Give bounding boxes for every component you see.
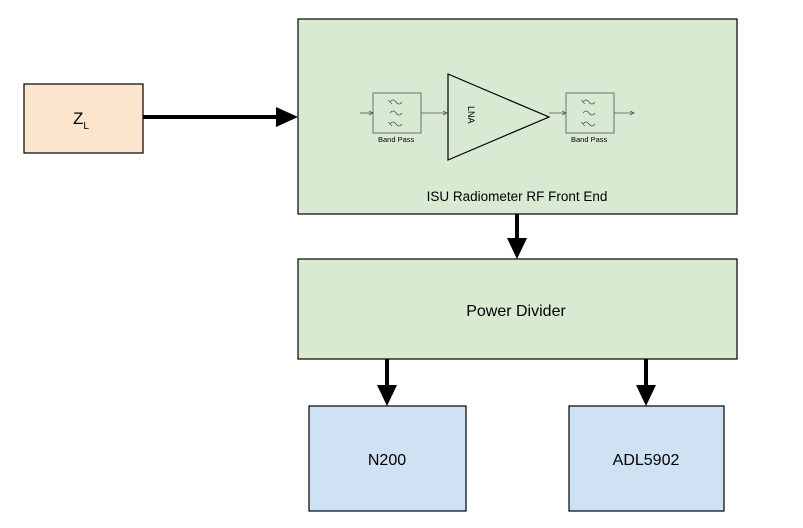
lna-label: LNA (466, 106, 476, 124)
bandpass-out-label: Band Pass (571, 135, 608, 144)
load-block[interactable]: ZL (23, 83, 144, 154)
adl5902-block[interactable]: ADL5902 (568, 405, 725, 512)
power-divider-box (297, 258, 738, 360)
bandpass-filter-out: Band Pass (549, 92, 635, 144)
amplifier-triangle-icon (447, 73, 551, 161)
rf-front-end-box (297, 18, 738, 215)
n200-box (308, 405, 467, 512)
lna-amplifier: LNA (447, 73, 551, 161)
connection-arrows (143, 107, 656, 406)
rf-front-end-block[interactable]: Band Pass LNA Band Pass ISU Radiometer R… (297, 18, 738, 215)
rf-front-end-label: ISU Radiometer RF Front End (427, 189, 608, 204)
load-label: ZL (73, 109, 89, 132)
arrowhead-divider-to-adl5902 (636, 385, 656, 406)
bandpass-filter-in: Band Pass (360, 92, 448, 144)
n200-block[interactable]: N200 (308, 405, 467, 512)
load-label-main: Z (73, 109, 83, 128)
adl5902-label: ADL5902 (613, 452, 680, 469)
arrowhead-divider-to-n200 (377, 385, 397, 406)
load-label-sub: L (83, 121, 89, 132)
power-divider-block[interactable]: Power Divider (297, 258, 738, 360)
adl5902-box (568, 405, 725, 512)
arrowhead-rf-to-divider (507, 238, 527, 259)
bandpass-in-label: Band Pass (378, 135, 415, 144)
power-divider-label: Power Divider (466, 303, 566, 320)
arrowhead-zl-to-rf (276, 107, 298, 127)
load-box (23, 83, 144, 154)
n200-label: N200 (368, 452, 406, 469)
